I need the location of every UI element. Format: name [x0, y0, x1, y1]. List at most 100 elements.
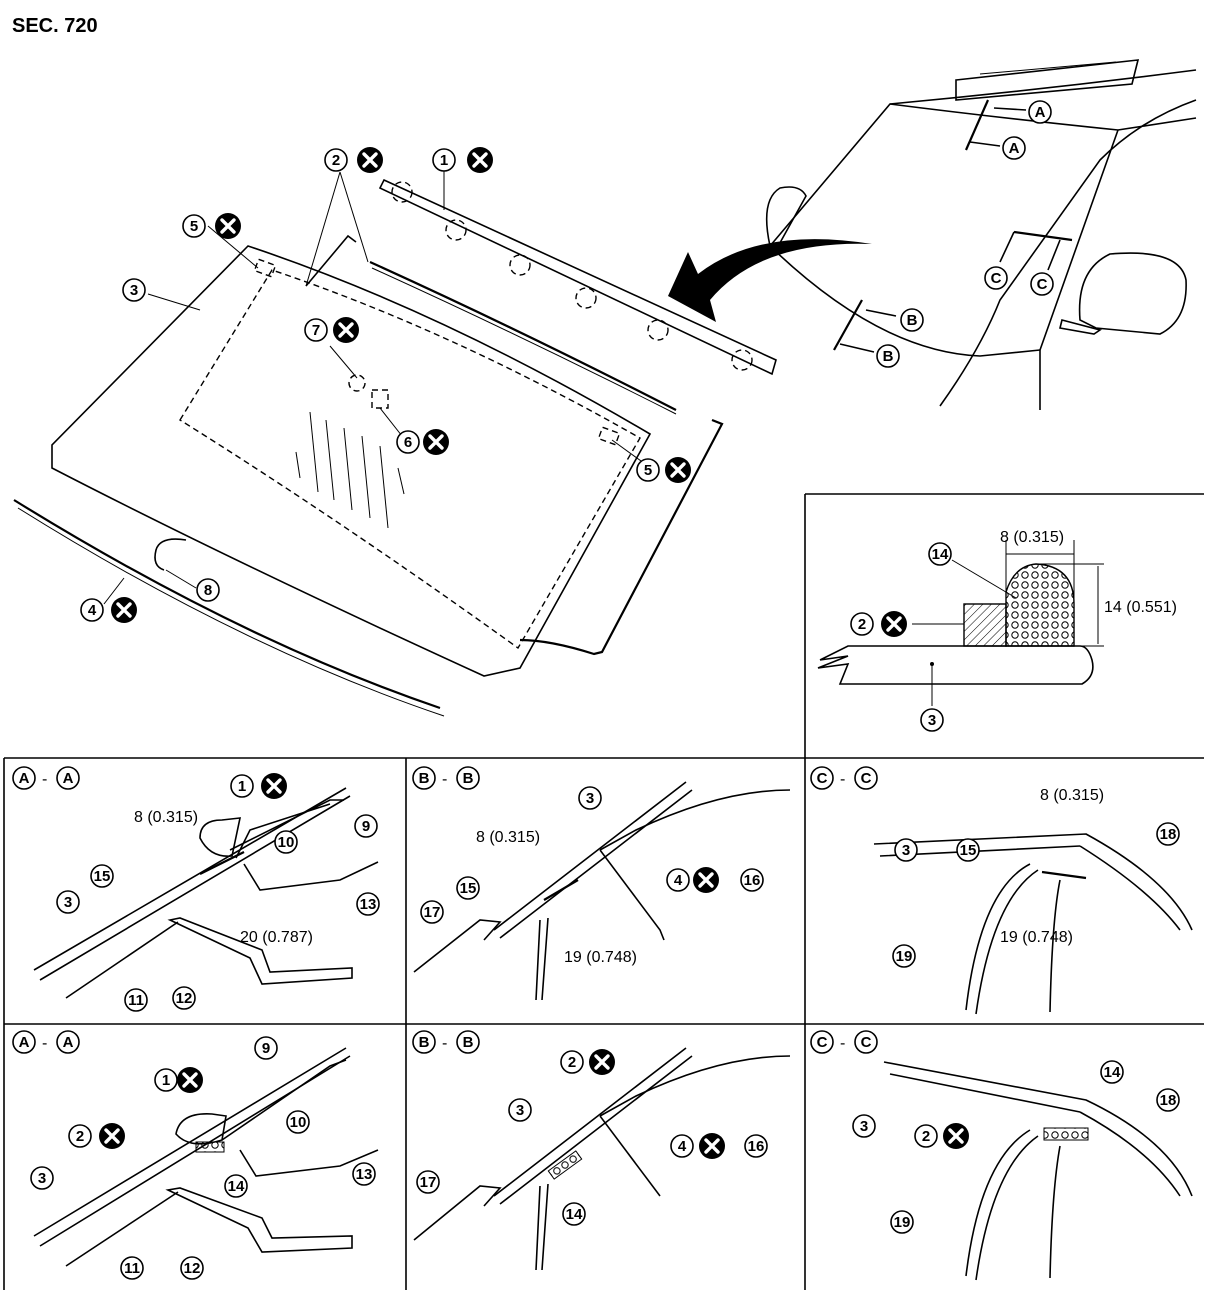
x-circle-icon [697, 1131, 727, 1161]
mirror-base [371, 389, 389, 409]
callout-3: 3 [122, 278, 146, 302]
sensor-bracket [348, 374, 366, 392]
svg-text:-: - [42, 771, 47, 788]
callout-3-cc2: 3 [852, 1114, 876, 1138]
callout-19-cc: 19 [892, 944, 916, 968]
svg-text:A: A [1035, 104, 1046, 121]
callout-3-aa: 3 [56, 890, 80, 914]
callout-2: 2 [324, 148, 348, 172]
svg-text:A: A [1009, 140, 1020, 157]
svg-text:1: 1 [238, 778, 246, 795]
svg-text:16: 16 [748, 1138, 765, 1155]
svg-text:1: 1 [162, 1072, 170, 1089]
svg-text:3: 3 [516, 1102, 524, 1119]
dim-aa-8: 8 (0.315) [134, 809, 198, 826]
svg-text:-: - [442, 1035, 447, 1052]
x-circle-icon [465, 145, 495, 175]
svg-text:5: 5 [644, 462, 652, 479]
marker-a-top: A [1028, 100, 1052, 124]
x-circle-icon [941, 1121, 971, 1151]
svg-text:19: 19 [896, 948, 913, 965]
svg-text:C: C [991, 270, 1002, 287]
svg-text:C: C [817, 1034, 828, 1051]
svg-text:3: 3 [902, 842, 910, 859]
svg-text:15: 15 [460, 880, 477, 897]
svg-text:-: - [442, 771, 447, 788]
glass-reflection [295, 411, 405, 529]
marker-a-bottom: A [1002, 136, 1026, 160]
vehicle-view [765, 59, 1197, 410]
svg-text:C: C [1037, 276, 1048, 293]
callout-2-aa2: 2 [68, 1124, 92, 1148]
svg-text:2: 2 [922, 1128, 930, 1145]
callout-15-bb: 15 [456, 876, 480, 900]
antenna-lead [154, 538, 187, 571]
side-molding [519, 418, 724, 656]
svg-text:14: 14 [932, 546, 949, 563]
svg-text:14: 14 [1104, 1064, 1121, 1081]
callout-2-bb2: 2 [560, 1050, 584, 1074]
svg-text:17: 17 [424, 904, 441, 921]
callout-14-aa2: 14 [224, 1174, 248, 1198]
direction-arrow [668, 239, 872, 322]
svg-text:A: A [19, 770, 30, 787]
svg-text:A: A [63, 1034, 74, 1051]
callout-3-detail: 3 [920, 708, 944, 732]
header-cc-lower: C - C [810, 1030, 878, 1054]
x-circle-icon [175, 1065, 205, 1095]
marker-c-left: C [984, 266, 1008, 290]
callout-3-bb: 3 [578, 786, 602, 810]
dim-bb-19: 19 (0.748) [564, 949, 637, 966]
svg-text:3: 3 [130, 282, 138, 299]
clip-circles [391, 181, 753, 371]
callout-6: 6 [396, 430, 420, 454]
svg-text:8: 8 [204, 582, 212, 599]
section-title: SEC. 720 [12, 15, 98, 37]
callout-13-aa: 13 [356, 892, 380, 916]
dim-detail-height: 14 (0.551) [1104, 599, 1177, 616]
svg-text:C: C [861, 1034, 872, 1051]
callout-15-aa: 15 [90, 864, 114, 888]
svg-text:4: 4 [88, 602, 97, 619]
svg-text:9: 9 [362, 818, 370, 835]
callout-14-detail: 14 [928, 542, 952, 566]
svg-text:A: A [63, 770, 74, 787]
svg-text:B: B [907, 312, 918, 329]
replace-markers [97, 145, 971, 1161]
dim-bb-8: 8 (0.315) [476, 829, 540, 846]
callout-14-cc2: 14 [1100, 1060, 1124, 1084]
callout-1-aa2: 1 [154, 1068, 178, 1092]
header-bb-upper: B - B [412, 766, 480, 790]
svg-text:2: 2 [76, 1128, 84, 1145]
dimension-labels: 8 (0.315) 14 (0.551) 8 (0.315) 20 (0.787… [134, 529, 1177, 966]
svg-text:9: 9 [262, 1040, 270, 1057]
svg-text:2: 2 [568, 1054, 576, 1071]
x-circle-icon [587, 1047, 617, 1077]
callout-2-cc2: 2 [914, 1124, 938, 1148]
spacer-left [253, 258, 277, 278]
x-circle-icon [663, 455, 693, 485]
svg-text:18: 18 [1160, 826, 1177, 843]
svg-text:12: 12 [176, 990, 193, 1007]
callout-15-cc: 15 [956, 838, 980, 862]
svg-text:11: 11 [128, 992, 144, 1009]
exploded-view [13, 170, 777, 717]
header-aa-lower: A - A [12, 1030, 80, 1054]
svg-text:19: 19 [894, 1214, 911, 1231]
header-aa-upper: A - A [12, 766, 80, 790]
dim-cc-19: 19 (0.748) [1000, 929, 1073, 946]
dim-aa-20: 20 (0.787) [240, 929, 313, 946]
panel-frames [3, 493, 1204, 1290]
svg-text:7: 7 [312, 322, 320, 339]
x-circle-icon [109, 595, 139, 625]
callout-5: 5 [182, 214, 206, 238]
svg-text:6: 6 [404, 434, 412, 451]
header-cc-upper: C - C [810, 766, 878, 790]
header-bb-lower: B - B [412, 1030, 480, 1054]
callout-9-aa: 9 [354, 814, 378, 838]
callout-13-aa2: 13 [352, 1162, 376, 1186]
callout-2-detail: 2 [850, 612, 874, 636]
svg-text:16: 16 [744, 872, 761, 889]
svg-text:12: 12 [184, 1260, 201, 1277]
